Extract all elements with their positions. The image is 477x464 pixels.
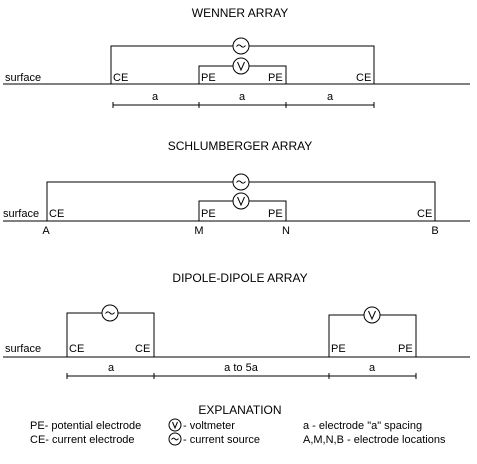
legend-ce-text: CE- current electrode <box>30 434 135 446</box>
dipole-dipole-title: DIPOLE-DIPOLE ARRAY <box>172 271 307 285</box>
schlumberger-ce-right: CE <box>417 208 432 220</box>
dipole-spacing-label-2: a to 5a <box>224 362 259 374</box>
dipole-ce-left: CE <box>69 343 84 355</box>
wenner-title: WENNER ARRAY <box>192 6 288 20</box>
explanation-legend: EXPLANATION PE- potential electrode CE- … <box>30 403 446 446</box>
dipole-pe-left: PE <box>331 343 346 355</box>
wenner-ce-right: CE <box>356 72 371 84</box>
wenner-spacing-dimension <box>112 102 375 108</box>
dipole-dipole-array: DIPOLE-DIPOLE ARRAY surface CE CE PE PE … <box>3 271 470 379</box>
voltmeter-icon <box>232 192 250 210</box>
legend-voltmeter-text: - voltmeter <box>183 420 235 432</box>
schlumberger-pe-left: PE <box>201 208 216 220</box>
wenner-spacing-label-1: a <box>152 91 159 103</box>
wenner-pe-right: PE <box>268 72 283 84</box>
voltmeter-icon <box>232 57 250 75</box>
schlumberger-ce-left: CE <box>49 208 64 220</box>
voltmeter-icon <box>168 418 182 432</box>
schlumberger-surface-label: surface <box>3 208 39 220</box>
current-source-icon <box>232 173 250 191</box>
wenner-ce-left: CE <box>113 72 128 84</box>
wenner-spacing-label-2: a <box>239 91 246 103</box>
dipole-spacing-label-3: a <box>369 362 376 374</box>
legend-current-source-text: - current source <box>183 434 260 446</box>
legend-pe-text: PE- potential electrode <box>30 420 141 432</box>
schlumberger-pe-right: PE <box>268 208 283 220</box>
dipole-ce-right: CE <box>135 343 150 355</box>
wenner-pe-left: PE <box>201 72 216 84</box>
location-label-n: N <box>282 225 290 237</box>
dipole-pe-right: PE <box>398 343 413 355</box>
legend-spacing-text: a - electrode "a" spacing <box>303 420 422 432</box>
location-label-m: M <box>194 225 203 237</box>
voltmeter-icon <box>363 306 381 324</box>
dipole-surface-label: surface <box>5 343 41 355</box>
explanation-title: EXPLANATION <box>198 403 281 417</box>
location-label-a: A <box>42 225 50 237</box>
current-source-icon <box>232 37 250 55</box>
wenner-surface-label: surface <box>5 72 41 84</box>
dipole-spacing-dimension <box>66 373 417 379</box>
current-source-icon <box>101 304 119 322</box>
schlumberger-array: SCHLUMBERGER ARRAY surface CE PE PE CE A… <box>3 139 470 237</box>
location-label-b: B <box>431 225 438 237</box>
current-source-icon <box>168 432 182 446</box>
wenner-spacing-label-3: a <box>327 91 334 103</box>
legend-locations-text: A,M,N,B - electrode locations <box>303 434 446 446</box>
wenner-array: WENNER ARRAY surface CE PE PE CE a a a <box>3 6 470 108</box>
schlumberger-title: SCHLUMBERGER ARRAY <box>168 139 312 153</box>
dipole-spacing-label-1: a <box>108 362 115 374</box>
